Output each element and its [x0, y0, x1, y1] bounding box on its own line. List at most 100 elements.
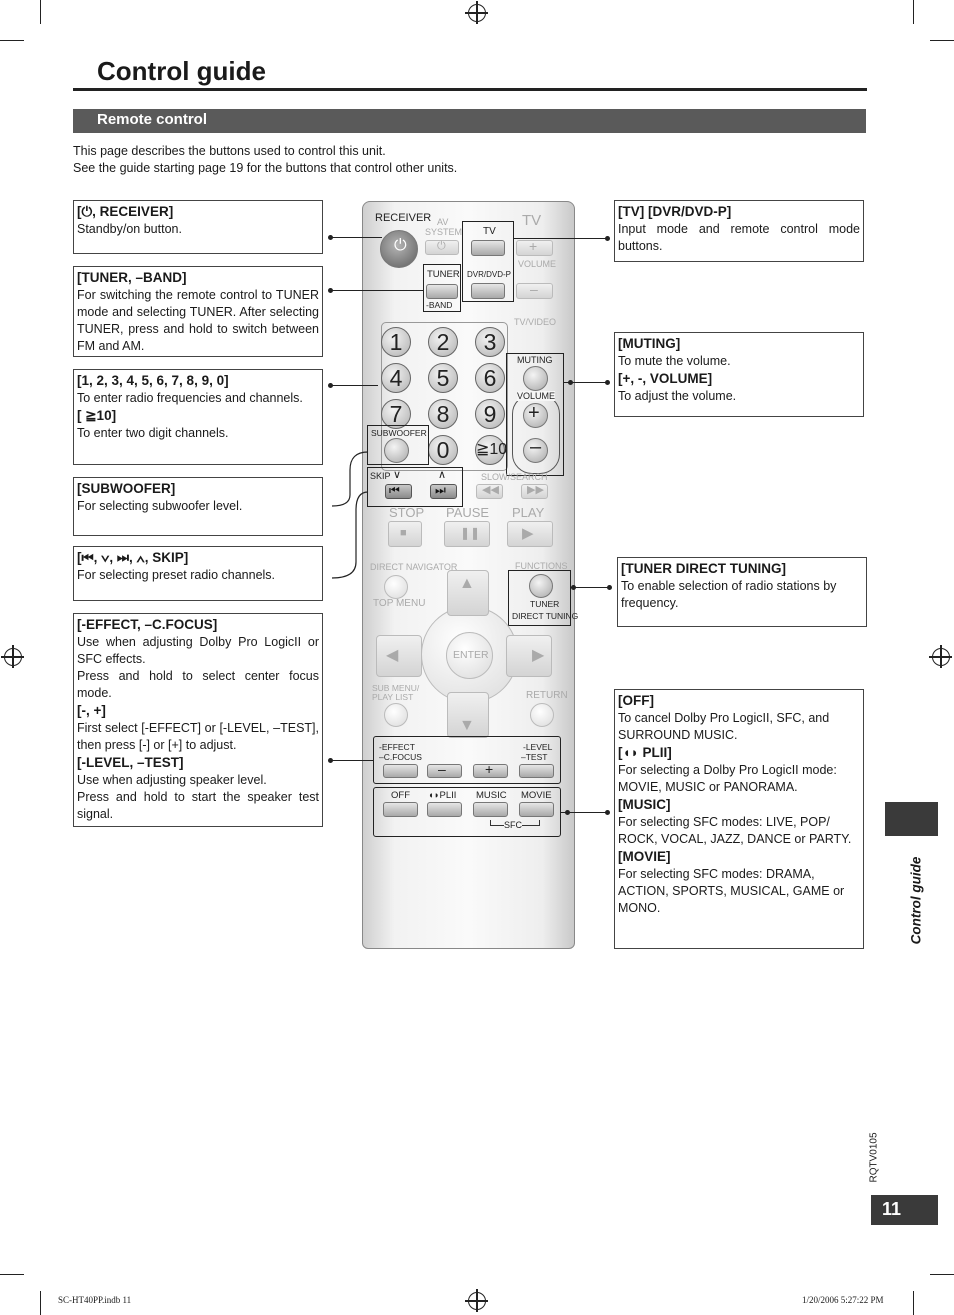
plus-icon: +: [529, 238, 538, 254]
number-button-2[interactable]: 2: [428, 327, 458, 357]
document-code: RQTV0105: [868, 1132, 880, 1183]
pause-button[interactable]: [444, 521, 490, 547]
receiver-label: RECEIVER: [375, 212, 432, 224]
sub-menu-label: SUB MENU/: [372, 683, 420, 693]
tuner-direct-tuning-button[interactable]: [529, 574, 553, 598]
tuner-band-button[interactable]: [426, 284, 458, 299]
section-title: Remote control: [97, 111, 208, 128]
callout-title: [◖◗ PLII]: [618, 745, 672, 760]
dvr-dvd-p-button[interactable]: [471, 283, 505, 299]
number-button-5[interactable]: 5: [428, 363, 458, 393]
direct-navigator-button[interactable]: [384, 575, 408, 599]
leader-line: [513, 238, 607, 239]
volume-down-button[interactable]: [523, 438, 548, 463]
play-button[interactable]: [507, 521, 553, 547]
skip-back-button[interactable]: [385, 484, 412, 499]
play-label: PLAY: [512, 505, 545, 520]
callout-subwoofer: [SUBWOOFER] For selecting subwoofer leve…: [73, 477, 323, 536]
tv-section-label: TV: [522, 212, 542, 229]
minus-button[interactable]: [427, 764, 462, 778]
av-system-button[interactable]: [425, 240, 459, 255]
plus-icon: +: [485, 761, 494, 777]
slow-search-forward-button[interactable]: [521, 484, 548, 499]
nav-left-button[interactable]: [376, 635, 422, 677]
nav-up-button[interactable]: [447, 570, 489, 616]
number-button-3[interactable]: 3: [475, 327, 505, 357]
pl2-button[interactable]: [427, 802, 462, 817]
receiver-power-button[interactable]: [380, 230, 418, 268]
callout-text: To mute the volume.: [618, 354, 731, 368]
up-arrow-icon: ∧: [438, 469, 447, 481]
highlight-tv-dvr: [462, 221, 514, 302]
number-button-6[interactable]: 6: [475, 363, 505, 393]
tuner-direct-label: DIRECT TUNING: [512, 611, 579, 621]
movie-button[interactable]: [519, 802, 554, 817]
level-test-button[interactable]: [519, 764, 554, 778]
right-triangle-icon: ▶: [532, 647, 545, 664]
plus-button[interactable]: [473, 764, 508, 778]
crop-mark: [40, 0, 41, 24]
off-label: OFF: [391, 790, 410, 801]
volume-up-button[interactable]: [523, 403, 548, 428]
callout-text: First select [-EFFECT] or [-LEVEL, –TEST…: [77, 721, 319, 752]
nav-right-button[interactable]: [506, 635, 552, 677]
nav-down-button[interactable]: [447, 692, 489, 738]
slow-search-back-button[interactable]: [476, 484, 503, 499]
enter-button[interactable]: [446, 632, 493, 679]
volume-label: VOLUME: [517, 391, 556, 401]
number-button-7[interactable]: 7: [381, 399, 411, 429]
play-icon: ▶: [522, 525, 534, 542]
side-section-label: Control guide: [908, 856, 924, 945]
leader-dot: [328, 288, 333, 293]
fast-forward-icon: ▶▶: [527, 484, 544, 496]
sub-menu-button[interactable]: [384, 703, 408, 727]
level-label: -LEVEL: [523, 742, 553, 752]
number-button-9[interactable]: 9: [475, 399, 505, 429]
callout-text: Use when adjusting Dolby Pro LogicII or …: [77, 635, 319, 666]
callout-muting: [MUTING] To mute the volume. [+, -, VOLU…: [614, 332, 864, 417]
rewind-icon: ◀◀: [482, 484, 499, 496]
tv-volume-down-button[interactable]: [516, 283, 553, 299]
up-triangle-icon: ▲: [459, 575, 475, 592]
callout-title: [+, -, VOLUME]: [618, 371, 713, 386]
number-button-8[interactable]: 8: [428, 399, 458, 429]
skip-forward-button[interactable]: [430, 484, 457, 499]
crop-mark: [40, 1291, 41, 1315]
callout-effect: [-EFFECT, –C.FOCUS] Use when adjusting D…: [73, 613, 323, 827]
leader-dot: [605, 380, 610, 385]
music-button[interactable]: [473, 802, 508, 817]
tv-video-label: TV/VIDEO: [514, 317, 557, 327]
subwoofer-button[interactable]: [384, 438, 409, 463]
highlight-subwoofer: [367, 425, 429, 465]
number-button-0[interactable]: 0: [428, 435, 458, 465]
callout-text: For switching the remote control to TUNE…: [77, 288, 319, 353]
number-button-1[interactable]: 1: [381, 327, 411, 357]
muting-button[interactable]: [523, 366, 548, 391]
number-pad-area: [381, 322, 508, 471]
pl2-label: ◖◗PLII: [428, 790, 457, 801]
highlight-skip: [367, 467, 463, 507]
power-icon: ⏻: [437, 240, 446, 252]
tv-label: TV: [483, 226, 496, 237]
callout-text: To adjust the volume.: [618, 389, 737, 403]
effect-button[interactable]: [383, 764, 418, 778]
callout-title: [OFF]: [618, 693, 654, 708]
crop-mark: [930, 1274, 954, 1275]
leader-curves: [331, 451, 369, 579]
callout-numbers: [1, 2, 3, 4, 5, 6, 7, 8, 9, 0] To enter …: [73, 369, 323, 465]
av-system-label: AV: [437, 217, 449, 227]
number-button-4[interactable]: 4: [381, 363, 411, 393]
leader-dot: [607, 585, 612, 590]
return-button[interactable]: [530, 703, 554, 727]
off-button[interactable]: [383, 802, 418, 817]
leader-dot: [328, 383, 333, 388]
stop-button[interactable]: [388, 521, 422, 547]
callout-text: To enter radio frequencies and channels.: [77, 391, 303, 405]
tv-volume-up-button[interactable]: [516, 240, 553, 256]
page-title: Control guide: [97, 56, 266, 86]
tv-button[interactable]: [471, 240, 505, 256]
callout-text: Use when adjusting speaker level.: [77, 773, 267, 787]
minus-icon: –: [530, 281, 538, 297]
number-button-10-plus[interactable]: ≧10: [475, 435, 507, 465]
callout-title: [-LEVEL, –TEST]: [77, 755, 184, 770]
